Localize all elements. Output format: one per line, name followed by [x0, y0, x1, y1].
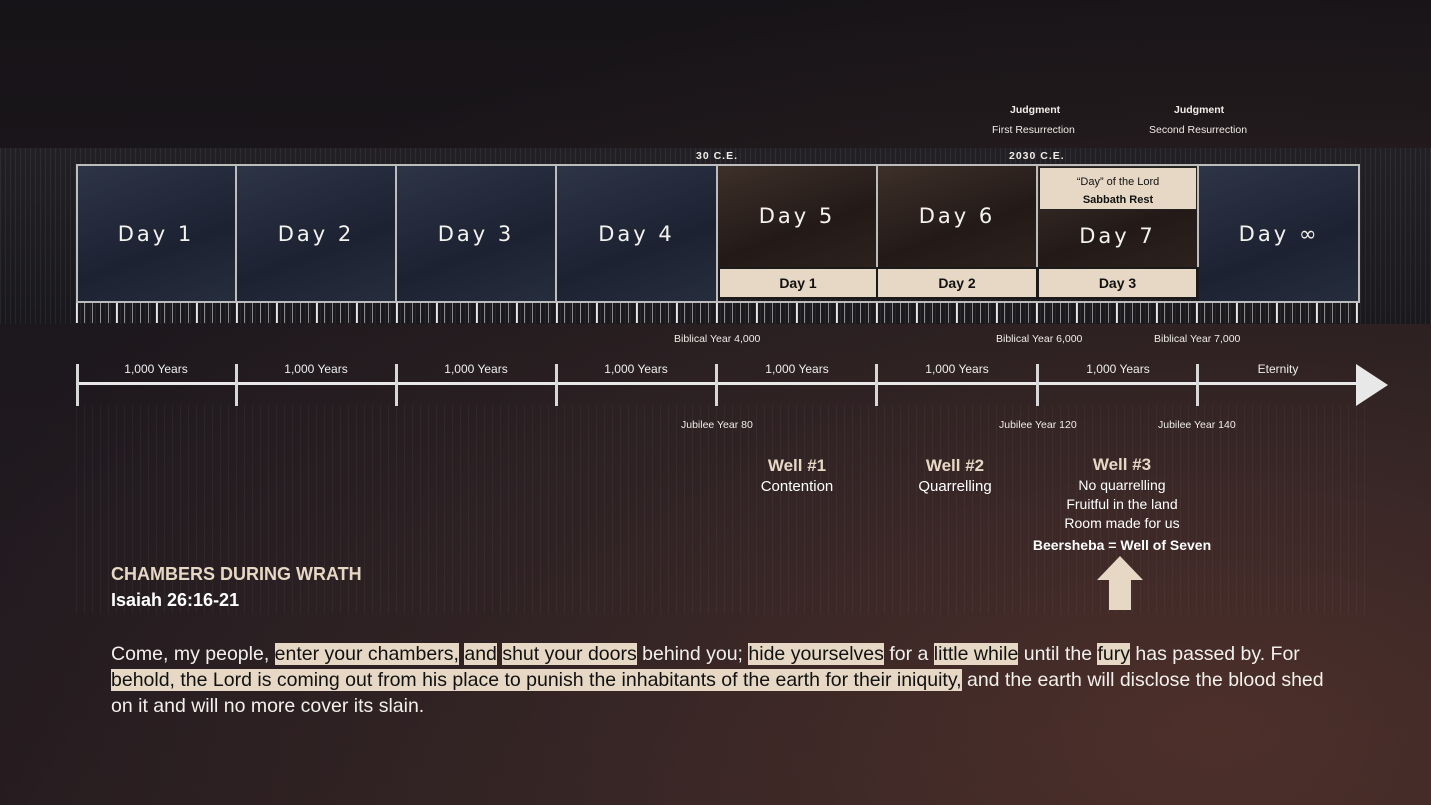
highlighted-phrase: enter your chambers, [274, 643, 459, 665]
axis-tick [1036, 364, 1039, 406]
quote-text: for a [889, 643, 929, 665]
highlighted-phrase: and [464, 643, 497, 665]
well-1-title: Well #1 [767, 456, 827, 475]
quote-text: Come, my people, [111, 643, 275, 665]
span-label-3: 1,000 Years [444, 362, 508, 376]
day-cell-5: Day 5 [718, 164, 878, 267]
biblical-year-6000: Biblical Year 6,000 [996, 333, 1083, 345]
ce-2030-label: 2030 C.E. [1009, 150, 1065, 162]
ruler-major-ticks [76, 303, 1360, 323]
well-3-line-1: No quarrelling [1078, 477, 1166, 493]
span-label-1: 1,000 Years [124, 362, 188, 376]
first-resurrection-label: First Resurrection [992, 124, 1075, 136]
well-2: Well #2 Quarrelling [865, 455, 1045, 496]
day-cell-4: Day 4 [557, 164, 718, 303]
axis-tick [395, 364, 398, 406]
jubilee-year-80: Jubilee Year 80 [681, 419, 753, 431]
axis-tick [1196, 364, 1199, 406]
axis-tick [875, 364, 878, 406]
quote-text: until the [1018, 643, 1098, 665]
well-3-title: Well #3 [1092, 455, 1152, 474]
biblical-year-4000: Biblical Year 4,000 [674, 333, 761, 345]
axis-tick [76, 364, 79, 406]
sabbath-rest-label: Sabbath Rest [1082, 194, 1154, 206]
judgment-label-2: Judgment [1174, 104, 1225, 116]
span-label-5: 1,000 Years [765, 362, 829, 376]
section-heading: CHAMBERS DURING WRATH [111, 564, 362, 584]
up-arrow-icon [1097, 556, 1143, 610]
highlighted-phrase: fury [1097, 643, 1130, 665]
ce-30-label: 30 C.E. [696, 150, 739, 162]
highlighted-phrase: behold, the Lord is coming out from his … [111, 669, 962, 691]
sub-day-2: Day 2 [876, 267, 1038, 299]
day-cell-3: Day 3 [397, 164, 557, 303]
timeline-arrowhead [1356, 364, 1388, 406]
well-1-line: Contention [760, 478, 834, 495]
sub-day-3: Day 3 [1037, 267, 1198, 299]
day-cell-2: Day 2 [237, 164, 397, 303]
beersheba-label: Beersheba = Well of Seven [1032, 537, 1212, 553]
day-frame [76, 164, 1360, 303]
timeline-axis [76, 382, 1366, 385]
well-3: Well #3 No quarrelling Fruitful in the l… [1022, 454, 1222, 555]
highlighted-phrase: hide yourselves [748, 643, 884, 665]
well-3-line-2: Fruitful in the land [1066, 496, 1178, 512]
sabbath-rest-box: “Day” of the Lord Sabbath Rest [1039, 167, 1197, 210]
span-label-7: 1,000 Years [1086, 362, 1150, 376]
span-label-eternity: Eternity [1257, 362, 1299, 376]
judgment-label-1: Judgment [1010, 104, 1061, 116]
day-of-the-lord-label: “Day” of the Lord [1076, 176, 1160, 188]
biblical-year-7000: Biblical Year 7,000 [1154, 333, 1241, 345]
sub-day-1: Day 1 [718, 267, 878, 299]
background-lines [76, 404, 1366, 614]
scripture-reference: Isaiah 26:16-21 [111, 590, 240, 610]
well-2-line: Quarrelling [918, 478, 992, 495]
jubilee-year-120: Jubilee Year 120 [999, 419, 1077, 431]
day-cell-infinity: Day ∞ [1199, 164, 1359, 303]
axis-tick [555, 364, 558, 406]
day-cell-1: Day 1 [77, 164, 237, 303]
span-label-6: 1,000 Years [925, 362, 989, 376]
quote-text: behind you; [642, 643, 743, 665]
axis-tick [235, 364, 238, 406]
span-label-2: 1,000 Years [284, 362, 348, 376]
quote-text: and the earth will disclose the blood sh… [111, 669, 1324, 717]
scripture-quote: Come, my people, enter your chambers, an… [111, 641, 1341, 719]
highlighted-phrase: little while [933, 643, 1019, 665]
well-3-line-3: Room made for us [1064, 515, 1180, 531]
day-cell-6: Day 6 [878, 164, 1038, 267]
highlighted-phrase: shut your doors [502, 643, 637, 665]
quote-text: has passed by. For [1129, 643, 1300, 665]
jubilee-year-140: Jubilee Year 140 [1158, 419, 1236, 431]
quote-text [928, 643, 933, 665]
axis-tick [715, 364, 718, 406]
second-resurrection-label: Second Resurrection [1149, 124, 1248, 136]
well-2-title: Well #2 [925, 456, 985, 475]
well-1: Well #1 Contention [707, 455, 887, 496]
span-label-4: 1,000 Years [604, 362, 668, 376]
